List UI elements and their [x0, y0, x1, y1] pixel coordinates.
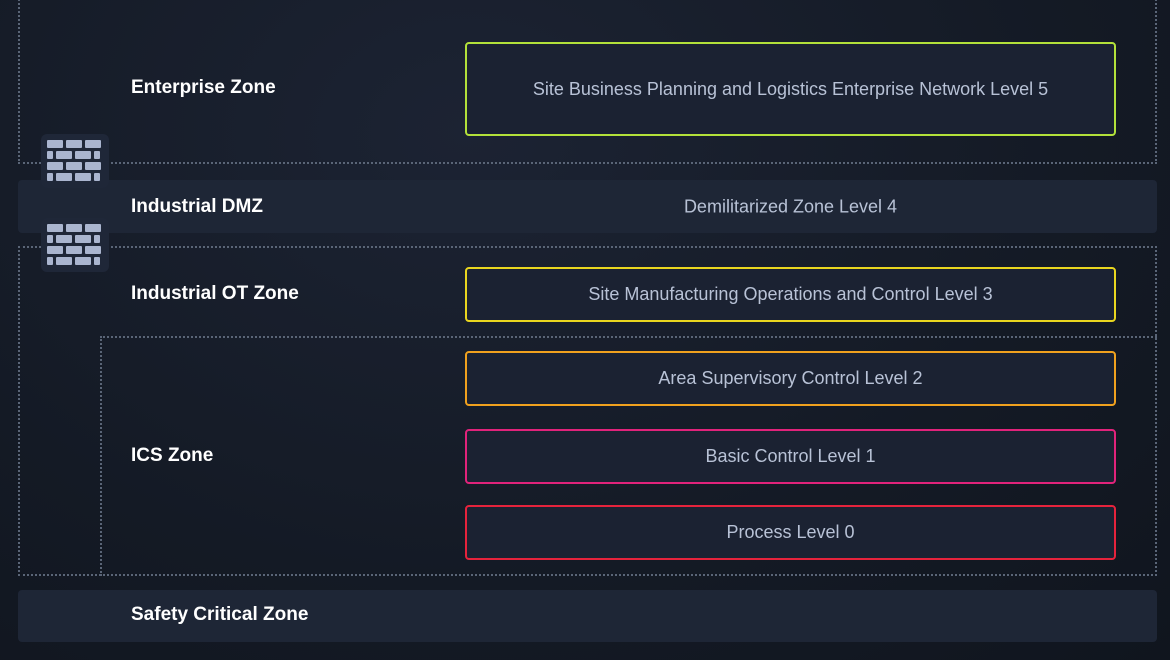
- ics-zone-boundary: [100, 336, 1157, 576]
- level-0-box: Process Level 0: [465, 505, 1116, 560]
- ot-zone-boundary: [18, 246, 1157, 576]
- level-2-box: Area Supervisory Control Level 2: [465, 351, 1116, 406]
- ics-zone-label: ICS Zone: [131, 445, 214, 466]
- dmz-band: [18, 180, 1157, 233]
- firewall-icon: [41, 134, 109, 188]
- dmz-label: Industrial DMZ: [131, 196, 263, 217]
- level-3-box: Site Manufacturing Operations and Contro…: [465, 267, 1116, 322]
- safety-band: [18, 590, 1157, 642]
- level-1-box: Basic Control Level 1: [465, 429, 1116, 484]
- level-5-box: Site Business Planning and Logistics Ent…: [465, 42, 1116, 136]
- firewall-icon: [41, 218, 109, 272]
- safety-zone-label: Safety Critical Zone: [131, 604, 309, 625]
- ot-zone-label: Industrial OT Zone: [131, 283, 299, 304]
- enterprise-zone-boundary: [18, 0, 1157, 164]
- level-4-label: Demilitarized Zone Level 4: [683, 196, 898, 217]
- enterprise-zone-label: Enterprise Zone: [131, 77, 276, 98]
